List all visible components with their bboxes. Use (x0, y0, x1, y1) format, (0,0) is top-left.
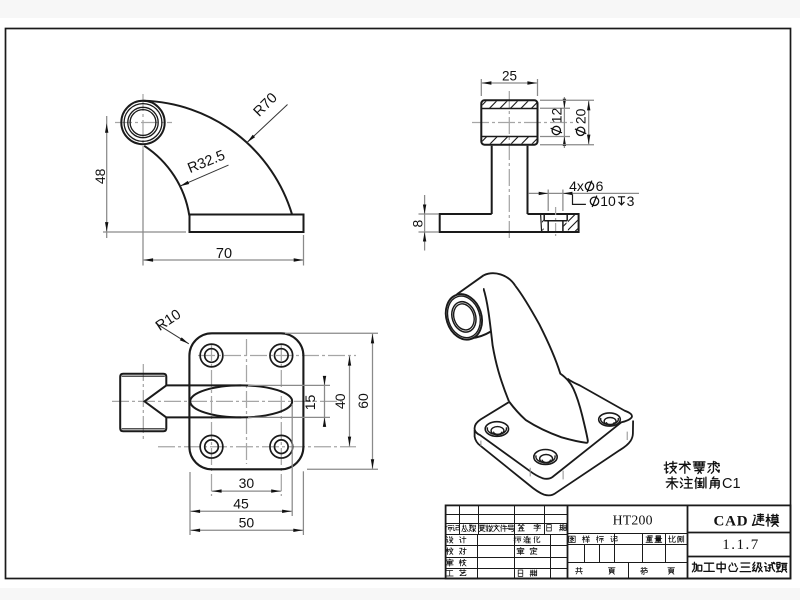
svg-text:40: 40 (332, 393, 348, 409)
svg-text:6: 6 (596, 178, 604, 194)
svg-text:70: 70 (216, 246, 232, 262)
svg-text:1.1.7: 1.1.7 (722, 537, 760, 553)
svg-text:60: 60 (355, 393, 371, 409)
svg-text::: : (717, 459, 722, 475)
svg-text:48: 48 (92, 168, 108, 184)
svg-text:20: 20 (573, 108, 589, 124)
svg-text:10: 10 (600, 193, 616, 209)
svg-text:12: 12 (548, 108, 564, 124)
svg-text:4x: 4x (569, 178, 584, 194)
svg-text:30: 30 (239, 475, 255, 491)
svg-text:CAD: CAD (714, 513, 749, 529)
svg-text:15: 15 (302, 395, 318, 411)
svg-text:3: 3 (627, 193, 635, 209)
svg-text:C1: C1 (722, 476, 741, 492)
svg-text:8: 8 (409, 219, 425, 227)
svg-text:HT200: HT200 (613, 513, 653, 528)
svg-text:25: 25 (502, 68, 517, 83)
svg-text:45: 45 (233, 495, 249, 511)
svg-text:50: 50 (239, 514, 255, 530)
